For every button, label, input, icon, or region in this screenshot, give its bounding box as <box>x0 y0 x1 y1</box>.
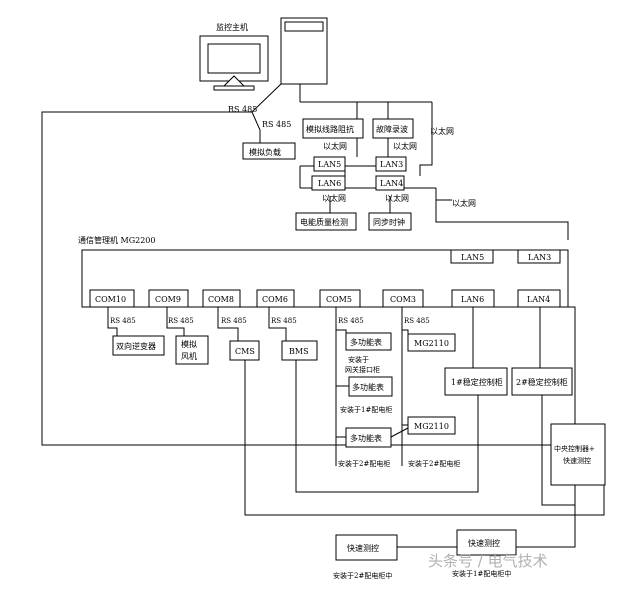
ethernet-label: 以太网 <box>393 141 417 151</box>
svg-text:LAN5: LAN5 <box>461 253 484 262</box>
multi-meter-box-3: 多功能表 <box>345 427 392 448</box>
mg2110-box-1: MG2110 <box>407 333 456 352</box>
install-dist1-bottom-note: 安装于1#配电柜中 <box>452 569 511 578</box>
svg-text:同步时钟: 同步时钟 <box>373 217 405 227</box>
svg-text:快速测控: 快速测控 <box>347 543 379 553</box>
svg-text:COM6: COM6 <box>262 295 288 304</box>
com5-port: COM5 <box>319 289 361 308</box>
svg-text:BMS: BMS <box>289 347 309 356</box>
lan6-box-upper: LAN6 <box>311 175 346 191</box>
svg-text:双向逆变器: 双向逆变器 <box>116 341 156 351</box>
server-tower-icon <box>280 17 328 85</box>
simulated-fan-box: 模拟 风机 <box>175 335 209 365</box>
multi-meter-box-1: 多功能表 <box>345 332 392 351</box>
ethernet-label: 以太网 <box>323 141 347 151</box>
svg-text:风机: 风机 <box>181 351 197 361</box>
svg-text:中央控制器+: 中央控制器+ <box>554 444 595 453</box>
multi-meter-box-2: 多功能表 <box>348 376 393 397</box>
rs485-label-top: RS 485 <box>228 105 257 114</box>
svg-text:模拟: 模拟 <box>181 339 197 349</box>
bms-box: BMS <box>281 340 318 361</box>
svg-text:多功能表: 多功能表 <box>350 337 382 347</box>
svg-text:LAN5: LAN5 <box>318 160 341 169</box>
svg-text:2#稳定控制柜: 2#稳定控制柜 <box>516 377 568 387</box>
com9-port: COM9 <box>148 289 189 308</box>
lan3-port: LAN3 <box>517 249 561 264</box>
svg-text:模拟负载: 模拟负载 <box>249 147 281 157</box>
svg-text:LAN6: LAN6 <box>461 295 484 304</box>
com8-port: COM8 <box>202 289 241 308</box>
rs485-label-com6: RS 485 <box>271 317 297 325</box>
install-dist2-note: 安装于2#配电柜 <box>338 459 390 468</box>
com6-port: COM6 <box>256 289 295 308</box>
svg-text:LAN3: LAN3 <box>380 160 403 169</box>
rs485-label-load: RS 485 <box>262 120 291 129</box>
svg-text:快速测控: 快速测控 <box>468 538 500 548</box>
svg-text:COM5: COM5 <box>326 295 352 304</box>
ethernet-label: 以太网 <box>322 193 346 203</box>
svg-text:多功能表: 多功能表 <box>350 433 382 443</box>
mg2200-label: 通信管理机 MG2200 <box>78 235 155 245</box>
sync-clock-box: 同步时钟 <box>368 212 412 231</box>
rs485-label-com9: RS 485 <box>168 317 194 325</box>
svg-text:COM3: COM3 <box>390 295 416 304</box>
svg-text:LAN3: LAN3 <box>528 253 551 262</box>
lan5-box-upper: LAN5 <box>313 156 346 172</box>
install-gateway-note: 网关接口柜 <box>345 365 380 374</box>
line-impedance-box: 模拟线路阻抗 <box>302 118 364 139</box>
lan4-box-upper: LAN4 <box>375 175 405 191</box>
svg-text:电能质量检测: 电能质量检测 <box>300 217 348 227</box>
install-gateway-note: 安装于 <box>348 355 369 364</box>
fast-measure-box-right: 快速测控 <box>456 529 517 556</box>
svg-text:CMS: CMS <box>235 347 255 356</box>
watermark-text: 头条号 / 电气技术 <box>428 552 548 570</box>
simulated-load-box: 模拟负载 <box>242 142 296 160</box>
lower-wiring <box>107 306 605 548</box>
install-dist2-note: 安装于2#配电柜 <box>408 459 460 468</box>
stabilizer-cabinet-1-box: 1#稳定控制柜 <box>444 367 508 396</box>
ethernet-label: 以太网 <box>385 193 409 203</box>
lan3-box-upper: LAN3 <box>375 156 407 172</box>
svg-text:模拟线路阻抗: 模拟线路阻抗 <box>306 124 354 134</box>
lan5-port: LAN5 <box>450 249 494 264</box>
svg-text:LAN4: LAN4 <box>527 295 550 304</box>
rs485-label-com5: RS 485 <box>338 317 364 325</box>
lan4-port: LAN4 <box>517 289 561 308</box>
svg-text:MG2110: MG2110 <box>414 422 449 431</box>
svg-text:LAN4: LAN4 <box>380 179 403 188</box>
svg-text:LAN6: LAN6 <box>318 179 341 188</box>
mg2110-box-2: MG2110 <box>407 416 456 435</box>
svg-text:COM9: COM9 <box>155 295 181 304</box>
svg-text:MG2110: MG2110 <box>414 339 449 348</box>
ethernet-label: 以太网 <box>430 126 454 136</box>
svg-text:多功能表: 多功能表 <box>352 382 384 392</box>
cms-box: CMS <box>229 340 260 361</box>
com3-port: COM3 <box>382 289 424 308</box>
monitor-icon <box>199 35 269 91</box>
central-controller-box: 中央控制器+ 快速测控 <box>550 423 606 486</box>
fast-measure-box-left: 快速测控 <box>335 534 398 561</box>
svg-text:COM8: COM8 <box>208 295 234 304</box>
install-dist2-bottom-note: 安装于2#配电柜中 <box>333 571 392 580</box>
lan6-port: LAN6 <box>451 289 495 308</box>
power-quality-box: 电能质量检测 <box>295 212 357 231</box>
install-dist1-note: 安装于1#配电柜 <box>340 405 392 414</box>
fault-recording-box: 故障录波 <box>372 118 414 139</box>
rs485-label-com10: RS 485 <box>110 317 136 325</box>
bidirectional-inverter-box: 双向逆变器 <box>112 335 165 356</box>
svg-text:故障录波: 故障录波 <box>376 124 408 134</box>
stabilizer-cabinet-2-box: 2#稳定控制柜 <box>511 367 573 396</box>
com10-port: COM10 <box>89 289 135 308</box>
svg-text:快速测控: 快速测控 <box>563 456 591 465</box>
monitor-host-label: 监控主机 <box>216 22 248 32</box>
ethernet-label: 以太网 <box>452 198 476 208</box>
rs485-label-com3: RS 485 <box>404 317 430 325</box>
upper-wiring <box>41 83 569 446</box>
rs485-label-com8: RS 485 <box>221 317 247 325</box>
svg-text:1#稳定控制柜: 1#稳定控制柜 <box>451 377 503 387</box>
svg-text:COM10: COM10 <box>95 295 126 304</box>
